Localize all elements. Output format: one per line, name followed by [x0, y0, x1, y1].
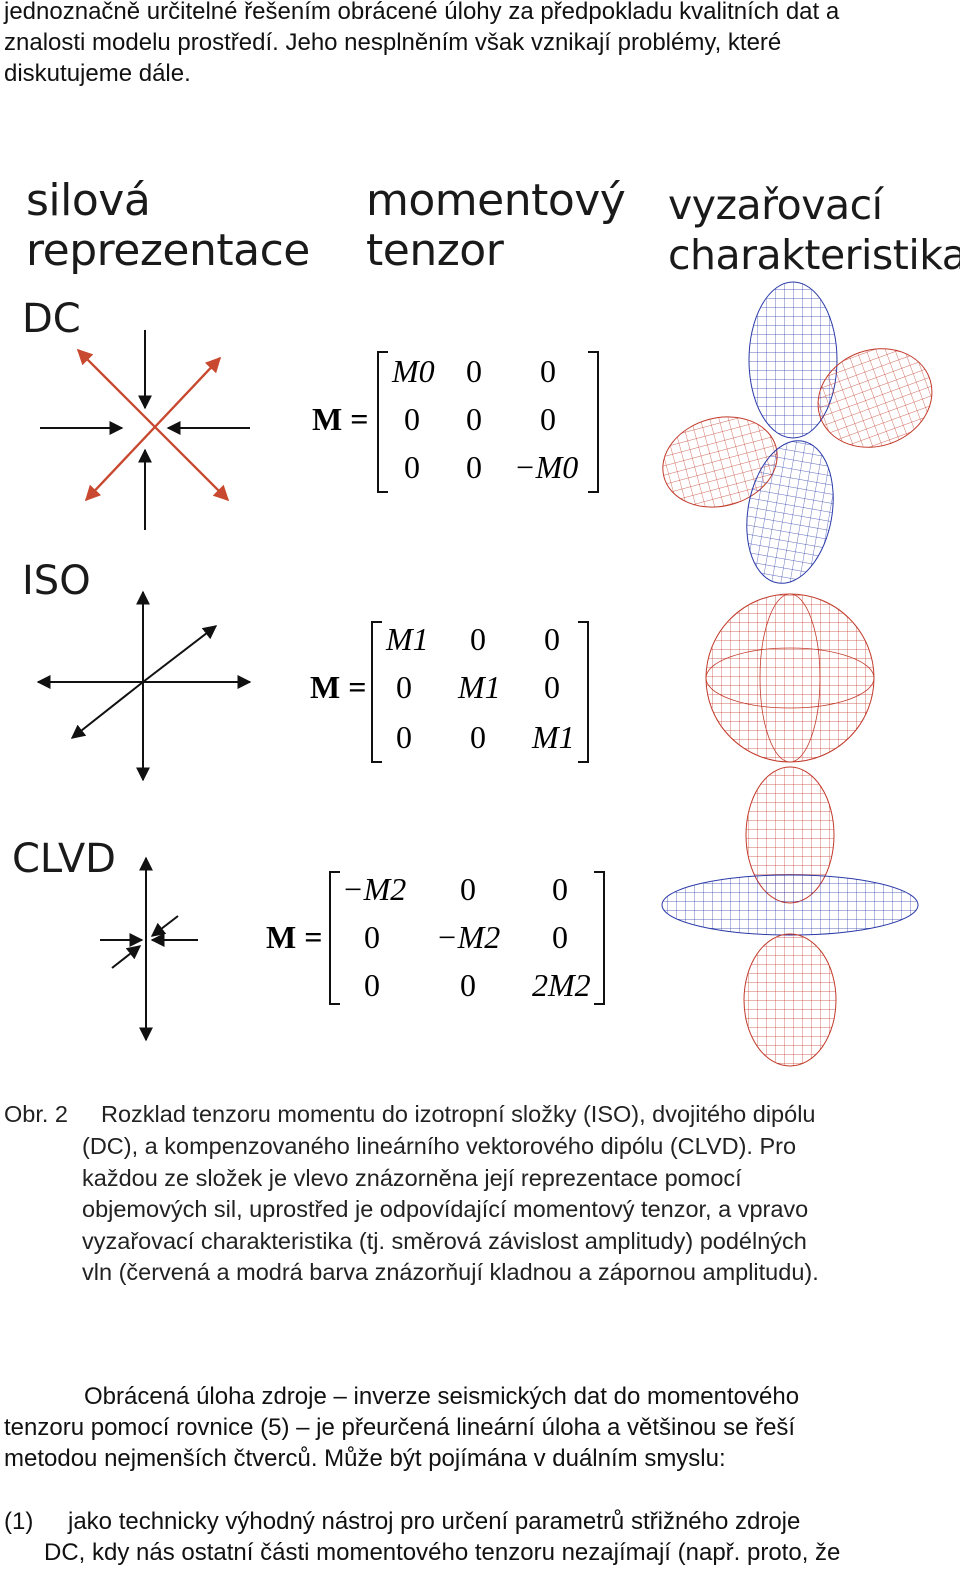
column-header-radiation: vyzařovací charakteristika: [668, 181, 960, 279]
matrix-cell: 0: [404, 401, 420, 437]
row-label-iso: ISO: [22, 558, 91, 604]
matrix-cell: 0: [404, 449, 420, 485]
column-header-force: silová reprezentace: [26, 175, 310, 276]
clvd-radiation-pattern: [661, 766, 919, 1067]
iso-force-diagram: [36, 590, 252, 782]
matrix-cell: −M2: [436, 919, 500, 955]
matrix-cell: 0: [396, 719, 412, 755]
matrix-prefix: M =: [312, 401, 368, 437]
matrix-cell: 0: [460, 871, 476, 907]
matrix-cell: 0: [540, 401, 556, 437]
matrix-cell: 0: [540, 353, 556, 389]
iso-radiation-pattern: [705, 593, 875, 763]
column-header-tensor: momentový tenzor: [366, 175, 626, 276]
caption-line: každou ze složek je vlevo znázorněna jej…: [82, 1165, 742, 1191]
matrix-cell: 0: [544, 669, 560, 705]
matrix-cell: 0: [470, 719, 486, 755]
matrix-cell: 0: [552, 871, 568, 907]
matrix-cell: 0: [460, 967, 476, 1003]
clvd-force-diagram: [100, 856, 198, 1042]
force-diagrams: [36, 330, 252, 1042]
dc-radiation-pattern: [662, 281, 933, 584]
radiation-patterns: [661, 281, 933, 1067]
matrix-cell: M1: [385, 621, 429, 657]
matrix-cell: 0: [466, 353, 482, 389]
matrix-cell: M1: [457, 669, 501, 705]
intro-line: diskutujeme dále.: [4, 60, 191, 87]
matrix-cell: M1: [531, 719, 575, 755]
caption-line: Rozklad tenzoru momentu do izotropní slo…: [101, 1101, 816, 1127]
matrix-cell: 0: [364, 967, 380, 1003]
list-item-line: jako technicky výhodný nástroj pro určen…: [68, 1508, 801, 1535]
row-label-dc: DC: [22, 296, 81, 342]
matrix-prefix: M =: [266, 919, 322, 955]
caption-line: (DC), a kompenzovaného lineárního vektor…: [82, 1133, 797, 1159]
matrix-prefix: M =: [310, 669, 366, 705]
intro-line: jednoznačně určitelné řešením obrácené ú…: [4, 0, 840, 25]
matrix-cell: 0: [552, 919, 568, 955]
matrix-cell: 0: [466, 449, 482, 485]
matrix-cell: 0: [396, 669, 412, 705]
caption-number: Obr. 2: [4, 1101, 69, 1127]
matrix-cell: −M0: [514, 449, 578, 485]
paragraph-line: metodou nejmenších čtverců. Může být poj…: [4, 1445, 726, 1472]
dc-force-diagram: [40, 330, 250, 530]
matrix-cell: 0: [544, 621, 560, 657]
matrix-dc: M = M0 0 0 0 0 0 0 0 −M0: [312, 351, 599, 493]
intro-line: znalosti modelu prostředí. Jeho nesplněn…: [4, 29, 782, 56]
caption-line: objemových sil, uprostřed je odpovídajíc…: [82, 1196, 809, 1222]
matrix-cell: 0: [466, 401, 482, 437]
matrix-cell: −M2: [342, 871, 406, 907]
matrix-cell: 0: [470, 621, 486, 657]
matrix-clvd: M = −M2 0 0 0 −M2 0 0 0 2M2: [266, 871, 605, 1005]
caption-line: vyzařovací charakteristika (tj. směrová …: [82, 1228, 807, 1254]
matrix-iso: M = M1 0 0 0 M1 0 0 0 M1: [310, 621, 589, 763]
list-marker: (1): [4, 1508, 34, 1535]
matrix-cell: 0: [364, 919, 380, 955]
moment-tensor-matrices: M = M0 0 0 0 0 0 0 0 −M0 M = M1 0 0 0 M1…: [266, 351, 605, 1005]
matrix-cell: M0: [391, 353, 435, 389]
paragraph-line: Obrácená úloha zdroje – inverze seismick…: [84, 1383, 800, 1410]
paragraph-line: tenzoru pomocí rovnice (5) – je přeurčen…: [4, 1414, 796, 1441]
list-item-line: DC, kdy nás ostatní části momentového te…: [44, 1539, 841, 1566]
caption-line: vln (červená a modrá barva znázorňují kl…: [82, 1259, 819, 1285]
matrix-cell: 2M2: [532, 967, 591, 1003]
row-label-clvd: CLVD: [12, 836, 116, 882]
